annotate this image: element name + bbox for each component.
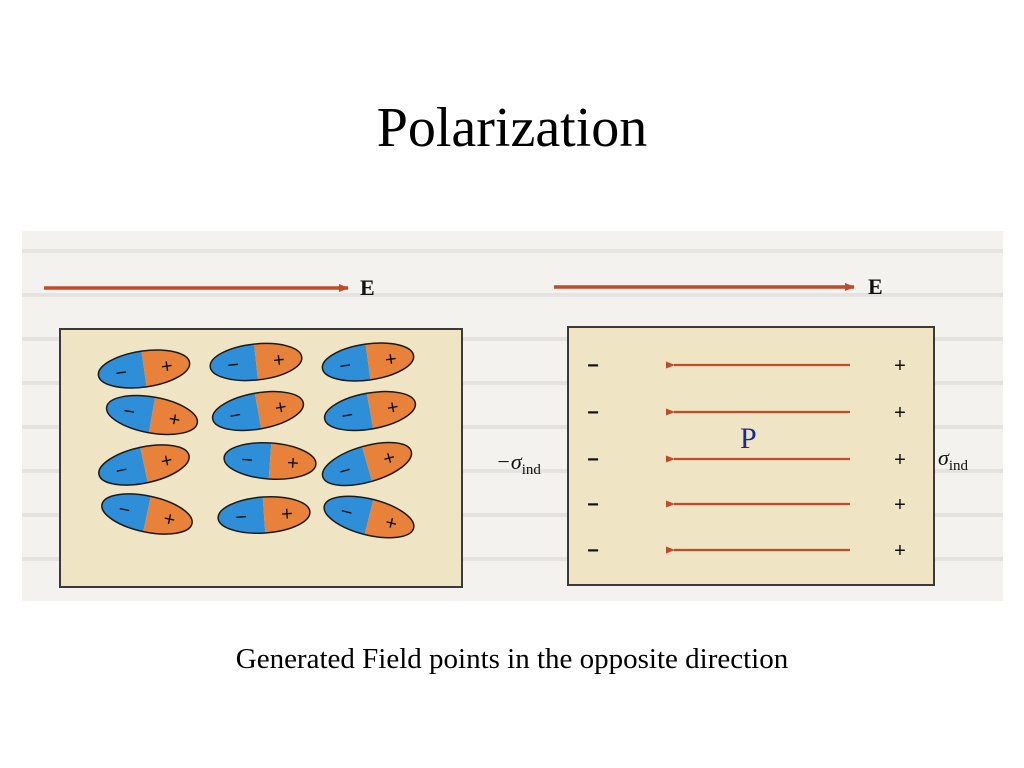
dipole-minus-sign: − <box>114 459 130 483</box>
polarization-figure: E E −+−+−+−+−+−+−+−+−+−+−+−+ −σind −+−+−… <box>22 231 1003 601</box>
dipole: −+ <box>321 385 419 437</box>
dielectric-panel-right <box>567 326 935 586</box>
polarization-label: P <box>740 422 757 455</box>
dipole-plus-sign: + <box>381 446 398 470</box>
dipole-minus-sign: − <box>338 354 353 377</box>
dipole-plus-sign: + <box>273 396 288 420</box>
figure-canvas: E E −+−+−+−+−+−+−+−+−+−+−+−+ −σind −+−+−… <box>22 249 1003 588</box>
polarization-row: −+ <box>587 449 906 471</box>
dipole-plus-sign: + <box>286 452 299 475</box>
dipole-plus-sign: + <box>159 449 175 473</box>
dipole-outline <box>217 496 311 534</box>
slide-title: Polarization <box>376 97 648 159</box>
field-label-right: E <box>868 274 883 299</box>
dipole-outline <box>321 342 415 382</box>
field-label-left: E <box>360 275 375 300</box>
dipole-negative-half <box>216 497 266 537</box>
surface-plus-sign: + <box>894 355 906 377</box>
dipole-plus-sign: + <box>385 396 400 420</box>
dipole: −+ <box>208 339 304 385</box>
polarization-row: −+ <box>587 540 906 562</box>
dipole-minus-sign: − <box>337 459 354 483</box>
dipole-plus-sign: + <box>384 348 399 371</box>
dipole-minus-sign: − <box>340 404 355 428</box>
dipole-outline <box>223 442 317 480</box>
dipole-minus-sign: − <box>228 404 243 428</box>
neg-induced-charge-label: −σind <box>496 449 541 478</box>
surface-minus-sign: − <box>587 494 599 516</box>
dipole: −+ <box>222 439 318 483</box>
dipole-outline <box>209 342 303 382</box>
surface-plus-sign: + <box>894 540 906 562</box>
dipole-minus-sign: − <box>338 500 355 524</box>
dipole-minus-sign: − <box>116 498 132 522</box>
polarization-rows: −+−+−+−+−+ <box>587 355 906 562</box>
dipole-plus-sign: + <box>161 508 177 532</box>
surface-plus-sign: + <box>894 449 906 471</box>
surface-plus-sign: + <box>894 494 906 516</box>
polarization-row: −+ <box>587 494 906 516</box>
dipole-plus-sign: + <box>280 503 293 526</box>
slide-caption: Generated Field points in the opposite d… <box>235 643 789 675</box>
pos-charge-subscript: ind <box>949 458 969 474</box>
dipole: −+ <box>216 493 312 537</box>
neg-charge-subscript: ind <box>522 462 542 478</box>
background-texture <box>22 249 1003 561</box>
dipole: −+ <box>103 389 201 441</box>
dipole-plus-sign: + <box>383 511 400 535</box>
dipole-outline <box>105 394 199 436</box>
dipole-minus-sign: − <box>114 361 129 384</box>
surface-minus-sign: − <box>587 402 599 424</box>
dipole-minus-sign: − <box>226 354 240 377</box>
dipole: −+ <box>95 344 193 394</box>
dipole-negative-half <box>222 439 272 479</box>
surface-minus-sign: − <box>587 355 599 377</box>
dipole-minus-sign: − <box>240 449 253 472</box>
dipole: −+ <box>209 385 307 437</box>
neg-charge-symbol: −σ <box>496 449 523 474</box>
dipole-outline <box>98 444 190 486</box>
dipole-outline <box>211 390 305 432</box>
polarization-row: −+ <box>587 402 906 424</box>
pos-charge-symbol: σ <box>938 445 950 470</box>
pos-induced-charge-label: σind <box>938 445 969 474</box>
dipole-minus-sign: − <box>235 506 248 529</box>
dipole-outline <box>101 493 193 535</box>
surface-minus-sign: − <box>587 540 599 562</box>
polarization-row: −+ <box>587 355 906 377</box>
dipole-positive-half <box>268 443 318 483</box>
surface-plus-sign: + <box>894 402 906 424</box>
dipole-positive-half <box>262 493 312 533</box>
dipole-outline <box>97 349 191 389</box>
surface-minus-sign: − <box>587 449 599 471</box>
dipole-outline <box>323 390 417 432</box>
dipole-plus-sign: + <box>167 408 182 432</box>
dipole: −+ <box>319 337 417 387</box>
dipole-outline <box>323 495 415 539</box>
dipole-plus-sign: + <box>160 355 175 378</box>
dipole-plus-sign: + <box>272 349 286 372</box>
dipole-minus-sign: − <box>122 400 137 424</box>
